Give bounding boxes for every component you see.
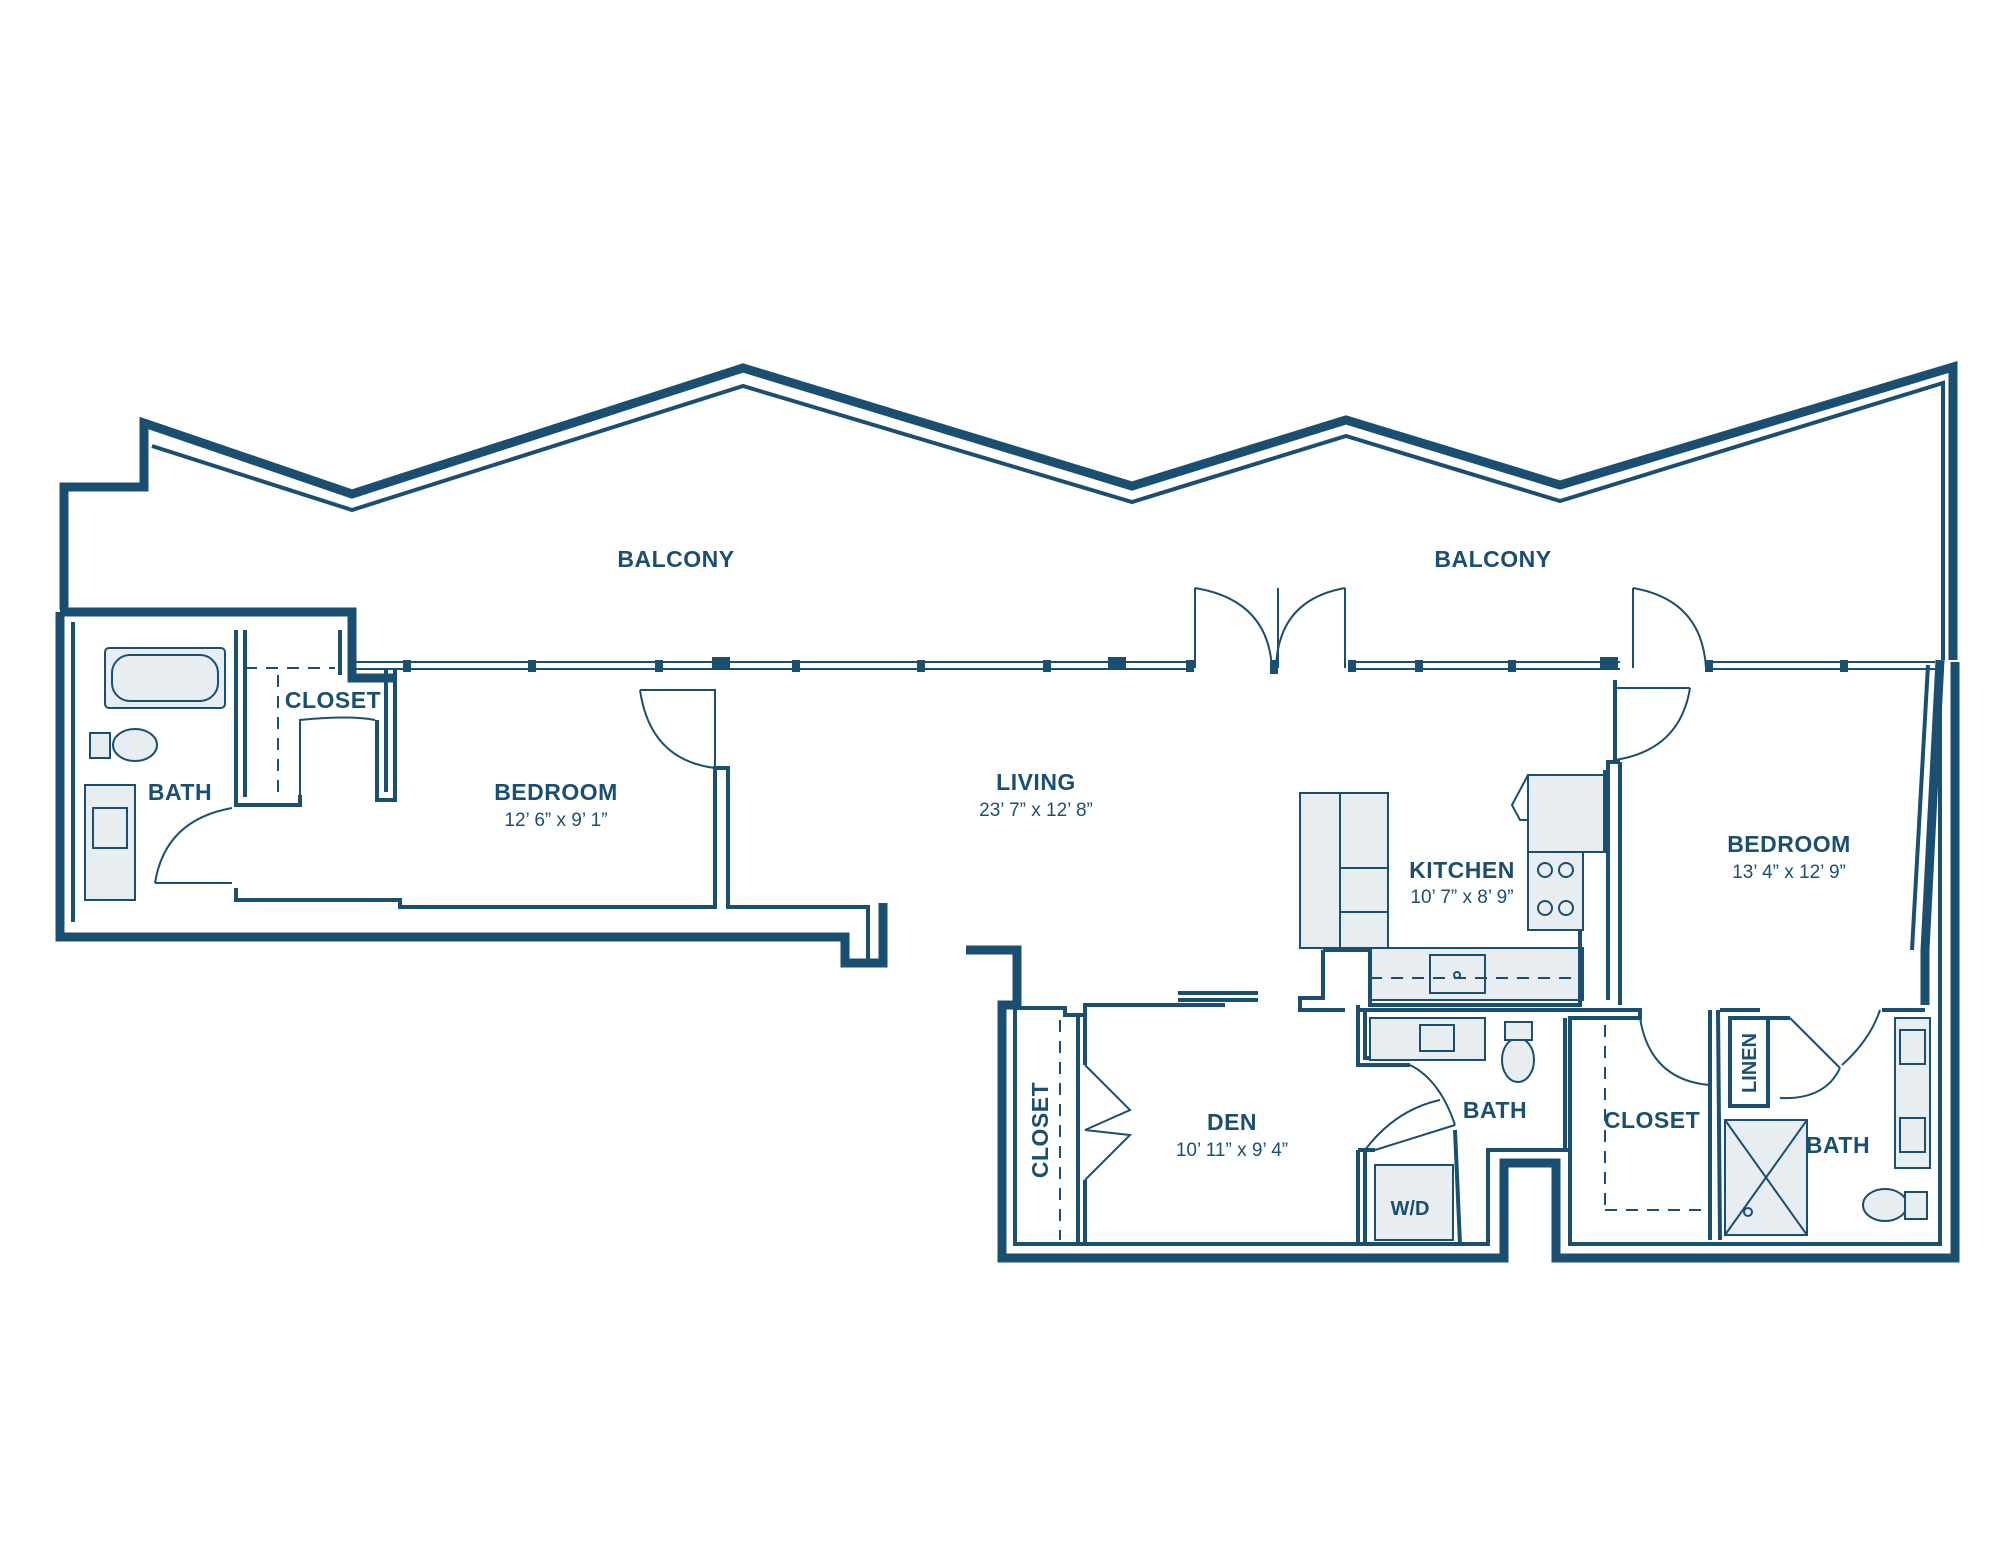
den-area bbox=[1015, 991, 1567, 1245]
wd-label: W/D bbox=[1391, 1198, 1430, 1220]
closet-top-left-label: CLOSET bbox=[285, 687, 381, 713]
bedroom-left-label: BEDROOM bbox=[494, 779, 618, 805]
kitchen-dims: 10’ 7” x 8’ 9” bbox=[1410, 887, 1513, 908]
unit-exterior-walls bbox=[55, 607, 1960, 1263]
bedroom-right-dims: 13’ 4” x 12’ 9” bbox=[1732, 862, 1846, 883]
living-label: LIVING bbox=[996, 769, 1076, 795]
balcony-right-label: BALCONY bbox=[1434, 546, 1551, 572]
linen-label: LINEN bbox=[1739, 1033, 1761, 1093]
kitchen-label: KITCHEN bbox=[1409, 857, 1515, 883]
window-wall bbox=[352, 657, 1935, 674]
left-suite bbox=[84, 630, 397, 901]
bath-right-label: BATH bbox=[1806, 1132, 1870, 1158]
bath-left-label: BATH bbox=[148, 779, 212, 805]
right-suite bbox=[1558, 760, 1931, 1241]
den-label: DEN bbox=[1207, 1109, 1257, 1135]
room-labels: BALCONY BALCONY CLOSET BATH BEDROOM 12’ … bbox=[148, 546, 1870, 1220]
bedroom-left-dims: 12’ 6” x 9’ 1” bbox=[504, 810, 607, 831]
closet-den-label: CLOSET bbox=[1027, 1082, 1053, 1178]
bedroom-right-label: BEDROOM bbox=[1727, 831, 1851, 857]
bath-center-label: BATH bbox=[1463, 1097, 1527, 1123]
living-dims: 23’ 7” x 12’ 8” bbox=[979, 800, 1093, 821]
balcony-outline bbox=[59, 360, 1958, 660]
den-dims: 10’ 11” x 9’ 4” bbox=[1176, 1140, 1288, 1161]
closet-right-label: CLOSET bbox=[1604, 1107, 1700, 1133]
balcony-left-label: BALCONY bbox=[617, 546, 734, 572]
kitchen-area bbox=[1298, 770, 1607, 1012]
